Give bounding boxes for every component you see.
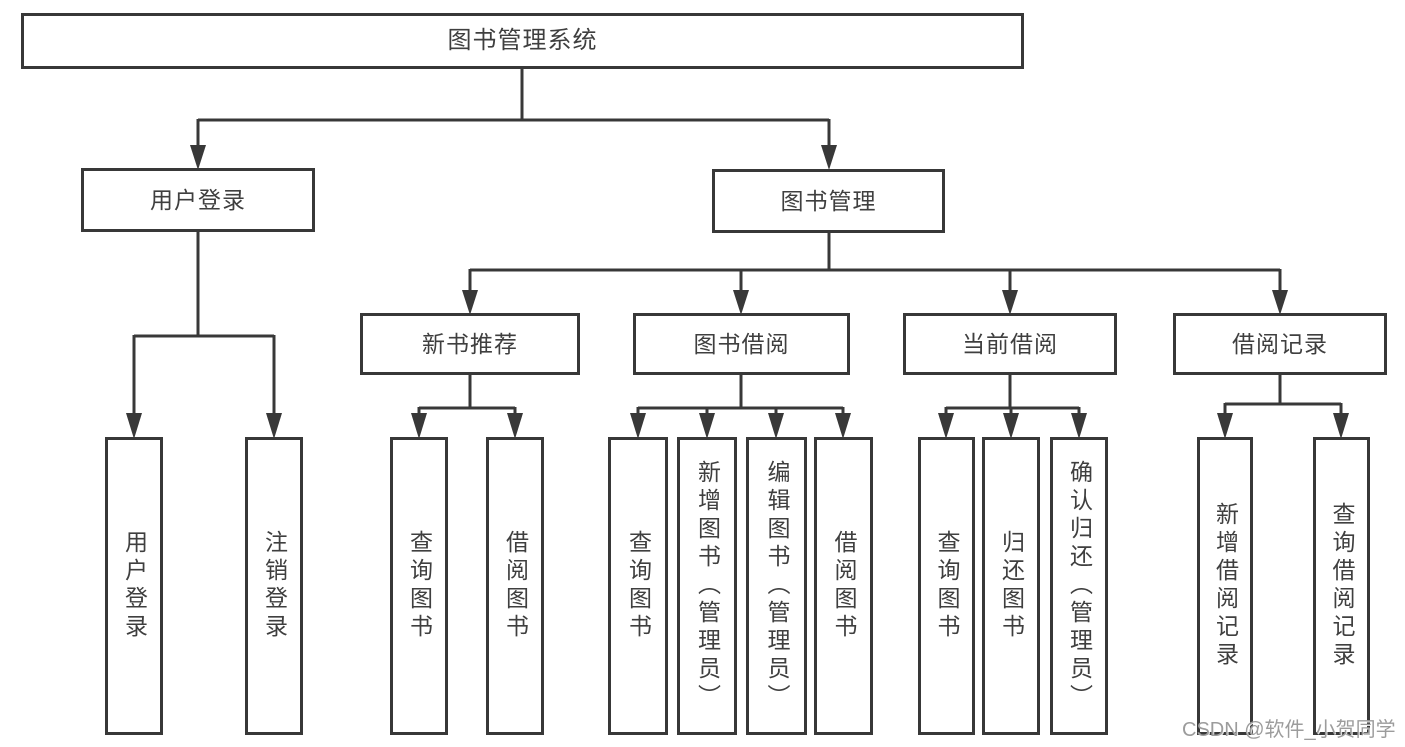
leaf-confirm-return-admin: 确认归还（管理员） xyxy=(1050,437,1108,735)
node-book-borrowing: 图书借阅 xyxy=(633,313,850,375)
leaf-add-borrow-record: 新增借阅记录 xyxy=(1197,437,1253,735)
leaf-query-books-borrowing: 查询图书 xyxy=(608,437,668,735)
node-user-login: 用户登录 xyxy=(81,168,315,232)
node-book-management: 图书管理 xyxy=(712,169,945,233)
node-current-borrowing: 当前借阅 xyxy=(903,313,1117,375)
leaf-return-books: 归还图书 xyxy=(982,437,1040,735)
leaf-user-login: 用户登录 xyxy=(105,437,163,735)
watermark-text: CSDN @软件_小贺同学 xyxy=(1182,719,1396,741)
node-library-system: 图书管理系统 xyxy=(21,13,1024,69)
leaf-add-books-admin: 新增图书（管理员） xyxy=(677,437,737,735)
leaf-borrow-books-recommend: 借阅图书 xyxy=(486,437,544,735)
leaf-borrow-books: 借阅图书 xyxy=(814,437,873,735)
node-borrowing-records: 借阅记录 xyxy=(1173,313,1387,375)
node-new-book-recommendation: 新书推荐 xyxy=(360,313,580,375)
leaf-logout: 注销登录 xyxy=(245,437,303,735)
leaf-query-borrow-record: 查询借阅记录 xyxy=(1313,437,1370,735)
leaf-edit-books-admin: 编辑图书（管理员） xyxy=(746,437,807,735)
leaf-query-books-current: 查询图书 xyxy=(918,437,975,735)
leaf-query-books-recommend: 查询图书 xyxy=(390,437,448,735)
